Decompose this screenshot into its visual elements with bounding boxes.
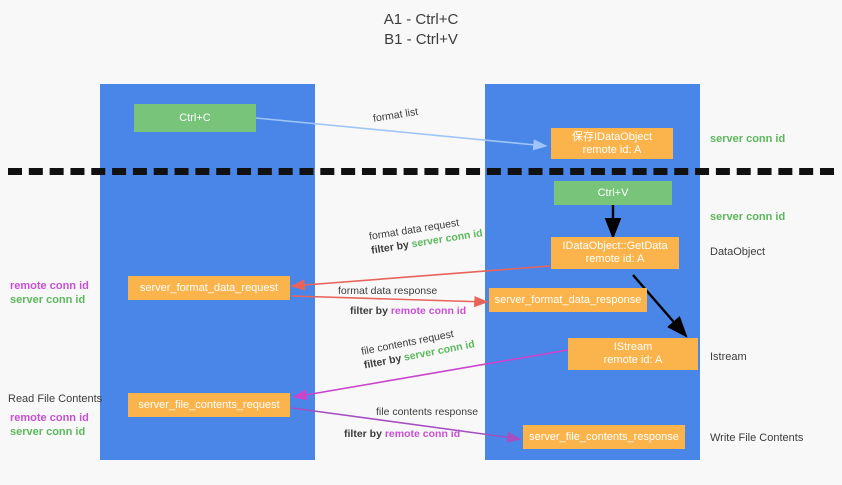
left-label-remote-conn-id-1: remote conn id — [10, 280, 89, 292]
left-label-group-file: remote conn id server conn id — [10, 411, 89, 439]
edge-label-format-data-response: format data response filter by remote co… — [338, 284, 466, 318]
node-server-format-data-request[interactable]: server_format_data_request — [128, 276, 290, 300]
edge-label-format-data-request: format data request filter by server con… — [368, 212, 484, 257]
node-ctrl-v[interactable]: Ctrl+V — [554, 181, 672, 205]
node-server-file-contents-response-label: server_file_contents_response — [529, 430, 679, 443]
edge-label-file-contents-response: file contents response filter by remote … — [344, 405, 478, 441]
node-server-file-contents-request[interactable]: server_file_contents_request — [128, 393, 290, 417]
node-server-format-data-response-label: server_format_data_response — [494, 293, 642, 306]
node-save-dataobject-line2: remote id: A — [582, 143, 642, 156]
node-save-dataobject-line1: 保存IDataObject — [571, 130, 653, 143]
edge-label-format-list: format list — [372, 105, 419, 125]
node-ctrl-c-label: Ctrl+C — [179, 111, 211, 124]
node-getdata[interactable]: IDataObject::GetData remote id: A — [551, 237, 679, 269]
page-title: A1 - Ctrl+C B1 - Ctrl+V — [383, 11, 459, 48]
left-label-server-conn-id-1: server conn id — [10, 294, 86, 306]
node-server-file-contents-response[interactable]: server_file_contents_response — [523, 425, 685, 449]
left-label-read-file-contents: Read File Contents — [8, 393, 103, 405]
filter-value-remote-conn-id: remote conn id — [384, 428, 461, 440]
right-label-dataobject: DataObject — [710, 246, 766, 258]
left-label-remote-conn-id-2: remote conn id — [10, 412, 89, 424]
node-ctrl-c[interactable]: Ctrl+C — [134, 104, 256, 132]
node-getdata-line1: IDataObject::GetData — [562, 240, 668, 252]
node-istream-line1: IStream — [613, 341, 653, 353]
edge-label-file-contents-response-filter: filter by remote conn id — [344, 427, 478, 441]
left-label-group-format: remote conn id server conn id — [10, 279, 89, 307]
filter-prefix: filter by — [344, 428, 385, 440]
edge-label-file-contents-response-text: file contents response — [376, 406, 479, 418]
filter-prefix: filter by — [350, 305, 391, 317]
left-label-server-conn-id-2: server conn id — [10, 426, 86, 438]
filter-value-remote-conn-id: remote conn id — [390, 305, 467, 317]
edge-label-format-data-response-text: format data response — [338, 285, 438, 297]
node-getdata-line2: remote id: A — [585, 253, 645, 265]
node-server-file-contents-request-label: server_file_contents_request — [138, 398, 280, 411]
right-label-server-conn-id-top: server conn id — [710, 133, 786, 145]
node-server-format-data-response[interactable]: server_format_data_response — [489, 288, 647, 312]
phase-divider — [8, 168, 834, 175]
node-ctrl-v-label: Ctrl+V — [597, 186, 629, 199]
node-istream[interactable]: IStream remote id: A — [568, 338, 698, 370]
edge-label-file-contents-request: file contents request filter by server c… — [360, 324, 476, 373]
node-server-format-data-request-label: server_format_data_request — [139, 281, 279, 294]
right-label-server-conn-id-mid: server conn id — [710, 211, 786, 223]
right-label-istream: Istream — [710, 351, 747, 363]
right-label-write-file-contents: Write File Contents — [710, 432, 804, 444]
node-istream-line2: remote id: A — [603, 354, 663, 366]
node-save-dataobject[interactable]: 保存IDataObject remote id: A — [551, 128, 673, 159]
edge-label-format-data-response-filter: filter by remote conn id — [338, 304, 466, 318]
